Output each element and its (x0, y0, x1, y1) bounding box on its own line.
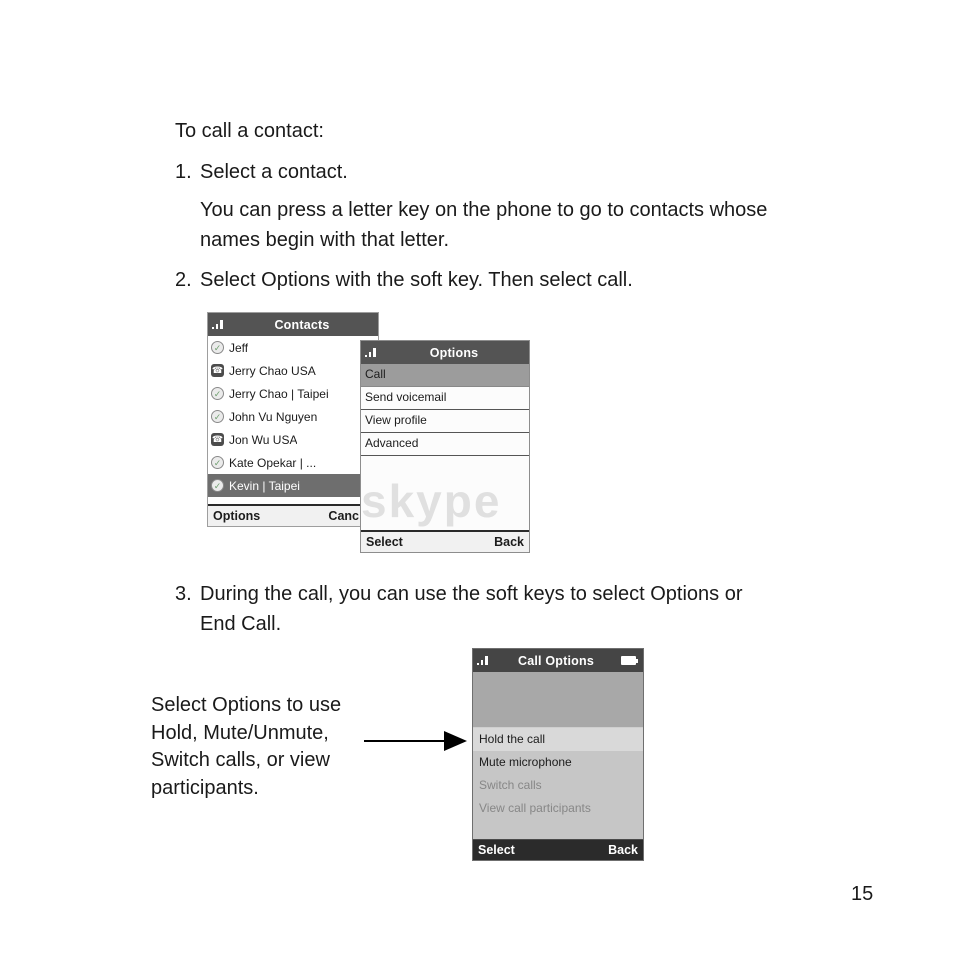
softkey-select: Select (366, 535, 403, 549)
menu-item-mute-microphone: Mute microphone (479, 755, 572, 769)
intro-text: To call a contact: (175, 120, 324, 142)
contact-row: ✓ Jerry Chao | Taipei (208, 382, 378, 405)
options-softkey-bar: Select Back (361, 530, 529, 552)
callout-arrow-head (444, 731, 467, 751)
step-2-text: Select Options with the soft key. Then s… (200, 269, 633, 291)
contact-name: Kevin | Taipei (229, 478, 300, 493)
menu-item-view-profile: View profile (361, 410, 529, 433)
contact-row: ☎ Jerry Chao USA (208, 359, 378, 382)
options-titlebar: Options (361, 341, 529, 364)
step-2-number: 2. (175, 269, 192, 291)
options-screenshot: Options Call Send voicemail View profile… (360, 340, 530, 553)
contact-name: Jeff (229, 340, 249, 355)
contact-status-icon: ✓ (211, 410, 224, 423)
contact-name: Kate Opekar | ... (229, 455, 317, 470)
contact-phone-icon: ☎ (211, 364, 224, 377)
menu-item-view-call-participants: View call participants (479, 801, 591, 815)
menu-item-send-voicemail: Send voicemail (361, 387, 529, 410)
contact-name: Jon Wu USA (229, 432, 298, 447)
callout-line: Select Options to use (151, 694, 342, 716)
call-options-softkey-bar: Select Back (473, 839, 643, 860)
skype-watermark: skype (361, 475, 502, 527)
call-options-screenshot: Call Options Hold the call Mute micropho… (472, 648, 644, 861)
options-title: Options (429, 345, 479, 360)
softkey-back: Back (608, 843, 638, 857)
contacts-title: Contacts (274, 317, 330, 332)
signal-icon (477, 656, 488, 665)
contacts-softkey-bar: Options Canc (208, 504, 378, 526)
signal-icon (365, 348, 376, 357)
contact-status-icon: ✓ (211, 387, 224, 400)
signal-icon (212, 320, 223, 329)
menu-item-hold-the-call: Hold the call (473, 728, 643, 751)
contact-row-selected: ✓ Kevin | Taipei (208, 474, 378, 497)
contacts-screenshot: Contacts ✓ Jeff ☎ Jerry Chao USA ✓ Jerry… (207, 312, 379, 527)
menu-item-switch-calls: Switch calls (479, 778, 542, 792)
step-1-number: 1. (175, 161, 192, 183)
callout-line: Switch calls, or view (151, 749, 330, 771)
callout-arrow-line (364, 740, 446, 742)
contact-status-icon: ✓ (211, 456, 224, 469)
contact-name: John Vu Nguyen (229, 409, 318, 424)
step-1-text: Select a contact. (200, 161, 348, 183)
contact-row: ✓ Kate Opekar | ... (208, 451, 378, 474)
step-1: 1. Select a contact. (175, 157, 348, 187)
step-3-number: 3. (175, 583, 192, 605)
contact-name: Jerry Chao | Taipei (229, 386, 329, 401)
call-options-blank-area (473, 672, 643, 728)
call-options-title: Call Options (517, 653, 594, 668)
step-2: 2. Select Options with the soft key. The… (175, 265, 633, 295)
battery-icon (621, 656, 639, 665)
menu-item-call: Call (361, 364, 529, 387)
contacts-titlebar: Contacts (208, 313, 378, 336)
contact-status-icon: ✓ (211, 479, 224, 492)
softkey-cancel: Canc (328, 509, 359, 523)
softkey-select: Select (478, 843, 515, 857)
contact-name: Jerry Chao USA (229, 363, 316, 378)
page-number: 15 (851, 883, 874, 905)
contact-row: ☎ Jon Wu USA (208, 428, 378, 451)
contact-phone-icon: ☎ (211, 433, 224, 446)
callout-line: participants. (151, 776, 259, 799)
call-options-titlebar: Call Options (473, 649, 643, 672)
menu-item-advanced: Advanced (361, 433, 529, 456)
contact-status-icon: ✓ (211, 341, 224, 354)
callout-line: Hold, Mute/Unmute, (151, 721, 329, 744)
softkey-options: Options (213, 509, 261, 523)
callout-text: Select Options to use Hold, Mute/Unmute,… (151, 692, 341, 802)
step-3: 3. During the call, you can use the soft… (175, 579, 770, 639)
contact-row: ✓ John Vu Nguyen (208, 405, 378, 428)
step-3-text: During the call, you can use the soft ke… (200, 583, 743, 635)
step-1-note: You can press a letter key on the phone … (200, 199, 768, 251)
contact-row: ✓ Jeff (208, 336, 378, 359)
softkey-back: Back (494, 535, 524, 549)
